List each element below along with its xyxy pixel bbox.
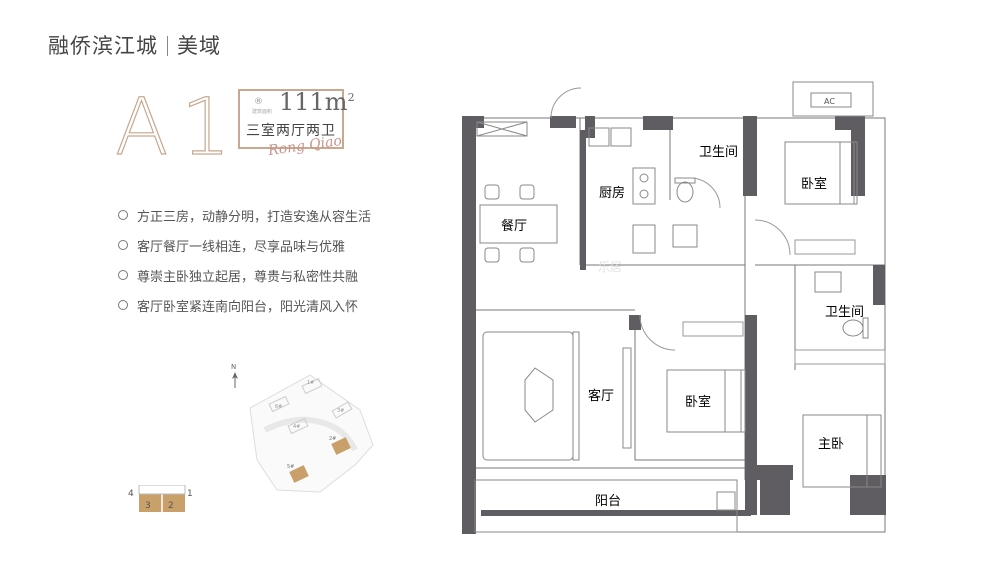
sofa-icon: [482, 331, 580, 461]
building-unit-legend: 4 3 2 1: [128, 485, 193, 512]
unit-code-letter: A: [115, 88, 168, 160]
north-arrow-icon: N: [231, 363, 238, 388]
feature-item: 客厅餐厅一线相连，尽享品味与优雅: [118, 236, 345, 255]
ac-label: AC: [824, 97, 835, 106]
building-highlight: [289, 465, 309, 483]
ac-unit: [792, 81, 874, 117]
unit-label: 2: [168, 501, 174, 511]
building-outline: [331, 401, 353, 419]
ac-box: [810, 92, 852, 108]
unit-label: 1: [187, 489, 193, 499]
layout-name: 三室两厅两卫: [246, 123, 336, 139]
brand-title: 融侨滨江城美域: [48, 30, 221, 60]
feature-text: 客厅餐厅一线相连，尽享品味与优雅: [137, 240, 346, 255]
brand-name: 融侨滨江城: [48, 34, 158, 58]
site-plan: N 1# 3# 6# 4# 2# 5#: [231, 363, 374, 493]
unit-code-digit: 1: [181, 88, 225, 160]
area-badge: [238, 89, 344, 149]
brand-divider: [167, 36, 168, 56]
room-label-master: 主卧: [818, 437, 844, 452]
area-unit-sup: 2: [347, 91, 355, 104]
unit-outline: [138, 485, 186, 495]
bullet-icon: [118, 300, 128, 310]
room-label-bath2: 卫生间: [825, 305, 864, 320]
room-label-living: 客厅: [588, 388, 614, 404]
room-label-bedroom1: 卧室: [801, 176, 827, 192]
area-number: 111m: [279, 88, 348, 116]
bullet-icon: [118, 270, 128, 280]
registered-mark: ®: [254, 97, 263, 107]
building-outline: [268, 395, 290, 413]
bullet-icon: [118, 240, 128, 250]
dining-table-icon: [479, 184, 558, 263]
building-outline: [287, 417, 309, 435]
toilet-icon: [672, 177, 869, 339]
wardrobe-icon: [682, 239, 886, 365]
room-label-balcony: 阳台: [595, 494, 621, 509]
building-label: 2#: [329, 436, 336, 442]
unit-label: 3: [145, 501, 151, 511]
building-label: 4#: [293, 424, 300, 430]
bed-icon: [666, 141, 882, 488]
brand-collection: 美域: [177, 34, 221, 58]
area-value: 111m2: [279, 88, 355, 116]
feature-item: 尊崇主卧独立起居，尊贵与私密性共融: [118, 266, 358, 285]
room-label-bath1: 卫生间: [699, 145, 738, 160]
plan-walls: [462, 116, 886, 534]
feature-text: 尊崇主卧独立起居，尊贵与私密性共融: [137, 270, 359, 285]
room-label-kitchen: 厨房: [599, 185, 625, 201]
site-road: [263, 416, 358, 452]
bullet-icon: [118, 210, 128, 220]
room-label-bedroom2: 卧室: [685, 394, 711, 410]
feature-text: 客厅卧室紧连南向阳台，阳光清风入怀: [137, 300, 359, 315]
balcony-outline: [474, 479, 738, 533]
floor-plan: AC 餐厅 厨房 卫生间 卧室 卫生间 客厅 卧室 主卧 阳台: [462, 81, 886, 534]
building-label: 3#: [337, 408, 344, 414]
north-label: N: [231, 363, 236, 371]
feature-text: 方正三房，动静分明，打造安逸从容生活: [137, 210, 372, 225]
site-boundary: [249, 374, 374, 493]
door-arcs: [550, 87, 791, 351]
building-outline: [301, 377, 323, 395]
room-label-dining: 餐厅: [501, 218, 527, 234]
window-icon: [476, 121, 528, 137]
feature-item: 客厅卧室紧连南向阳台，阳光清风入怀: [118, 296, 358, 315]
tv-cabinet-icon: [622, 347, 632, 449]
unit-code-graphic: A 1: [115, 88, 225, 160]
building-highlight: [331, 437, 351, 455]
watermark: 乐居: [598, 260, 623, 274]
balcony-fixture: [716, 491, 736, 511]
feature-item: 方正三房，动静分明，打造安逸从容生活: [118, 206, 371, 225]
building-label: 1#: [307, 380, 314, 386]
unit-label: 4: [128, 489, 134, 499]
kitchen-fixtures: [588, 127, 656, 254]
area-caption: 建筑面积: [252, 109, 273, 115]
building-label: 5#: [287, 464, 294, 470]
building-label: 6#: [275, 404, 282, 410]
